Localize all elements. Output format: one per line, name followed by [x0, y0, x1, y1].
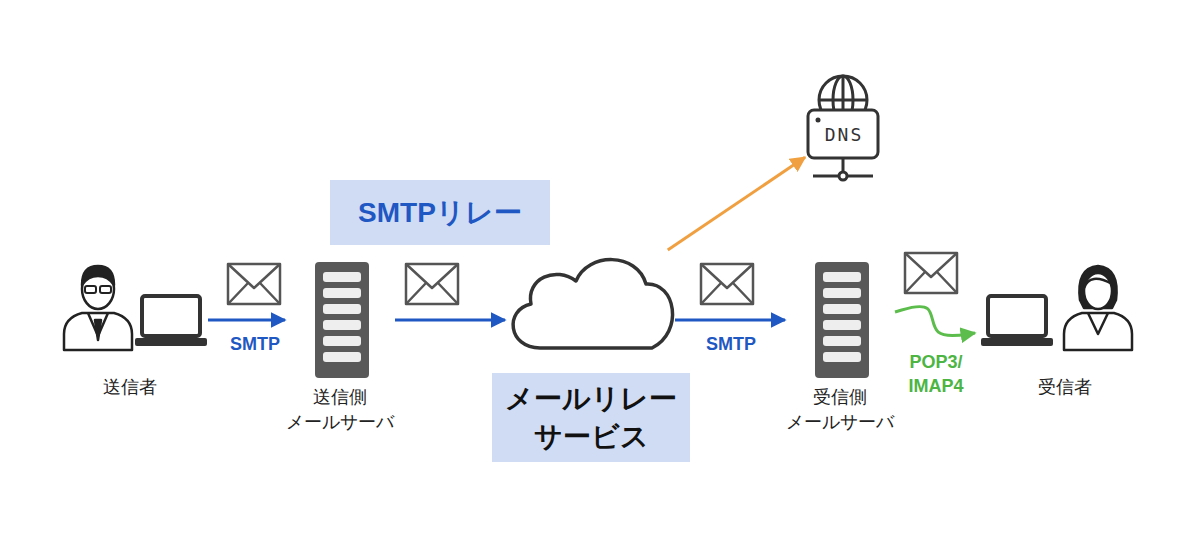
- envelope-icon: [406, 264, 458, 304]
- protocol-label: SMTP: [688, 332, 774, 356]
- server-icon: [823, 272, 861, 282]
- node-label: 受信者: [1025, 375, 1105, 399]
- server-icon: [823, 336, 861, 346]
- person-icon: [100, 286, 111, 293]
- envelope-icon: [701, 264, 753, 304]
- cloud-shape: [513, 260, 672, 348]
- flow-arrow: [668, 157, 805, 250]
- laptop-icon: [135, 338, 207, 346]
- person-icon: [1064, 313, 1132, 350]
- envelope-icon: [905, 253, 957, 293]
- flow-arrow: [395, 319, 505, 322]
- person-icon: [95, 320, 101, 340]
- flow-arrow: [208, 319, 285, 322]
- flow-arrow: [675, 319, 785, 322]
- laptop-icon: [988, 296, 1046, 336]
- person-icon: [64, 313, 132, 350]
- envelope-icon: [701, 264, 753, 304]
- laptop-icon: [981, 338, 1053, 346]
- node-label: SMTPリレー: [330, 180, 550, 245]
- cloud-node: メールリレー サービス: [505, 250, 675, 355]
- flow-arrow: [895, 306, 975, 335]
- envelope-icon: [701, 264, 753, 304]
- dns-server-icon: [816, 118, 821, 123]
- server-node: 送信側 メールサーバ: [285, 258, 395, 433]
- person-icon: [64, 266, 132, 350]
- dns-server-icon: [839, 172, 847, 180]
- node-label: 送信者: [90, 375, 170, 399]
- dns-server-icon: [842, 76, 845, 110]
- server-node: 受信側 メールサーバ: [785, 258, 895, 433]
- protocol-label: SMTP: [212, 332, 298, 356]
- server-icon: [315, 262, 369, 378]
- envelope-icon: [228, 264, 280, 304]
- laptop-icon: [981, 296, 1053, 346]
- server-icon: [323, 352, 361, 362]
- server-icon: [315, 262, 369, 378]
- person-icon: [1084, 273, 1112, 309]
- envelope-icon: [406, 264, 458, 304]
- person-icon: [1084, 279, 1112, 288]
- dns-server-icon: [847, 175, 873, 178]
- server-icon: [323, 272, 361, 282]
- server-icon: [823, 320, 861, 330]
- envelope-icon: [228, 264, 280, 304]
- envelope-icon: [905, 253, 957, 293]
- node-label: 受信側 メールサーバ: [775, 385, 905, 435]
- server-icon: [823, 352, 861, 362]
- envelope-icon: [406, 264, 458, 304]
- dns-server-icon: [813, 175, 839, 178]
- server-icon: [323, 336, 361, 346]
- node-label: メールリレー サービス: [492, 373, 690, 462]
- server-icon: [323, 288, 361, 298]
- server-icon: [323, 320, 361, 330]
- person-icon: [85, 286, 96, 293]
- laptop-icon: [135, 296, 207, 346]
- person-icon: [1079, 266, 1116, 308]
- server-icon: [323, 304, 361, 314]
- band-label: SMTPリレー: [330, 180, 550, 245]
- server-icon: [815, 262, 869, 378]
- protocol-label: POP3/ IMAP4: [893, 350, 979, 398]
- server-icon: [823, 288, 861, 298]
- person-icon: [1088, 313, 1108, 334]
- receiver-node: 受信者: [975, 255, 1135, 400]
- node-label: DNS: [805, 123, 883, 147]
- dns-server-icon: [842, 158, 845, 172]
- server-icon: [823, 304, 861, 314]
- node-label: 送信側 メールサーバ: [275, 385, 405, 435]
- envelope-icon: [905, 253, 957, 293]
- person-icon: [1064, 266, 1132, 350]
- server-icon: [815, 262, 869, 378]
- sender-node: 送信者: [60, 255, 208, 400]
- person-icon: [82, 266, 114, 285]
- dns-node: DNS: [805, 75, 883, 187]
- cloud-shape: [513, 260, 672, 348]
- envelope-icon: [228, 264, 280, 304]
- laptop-icon: [142, 296, 200, 336]
